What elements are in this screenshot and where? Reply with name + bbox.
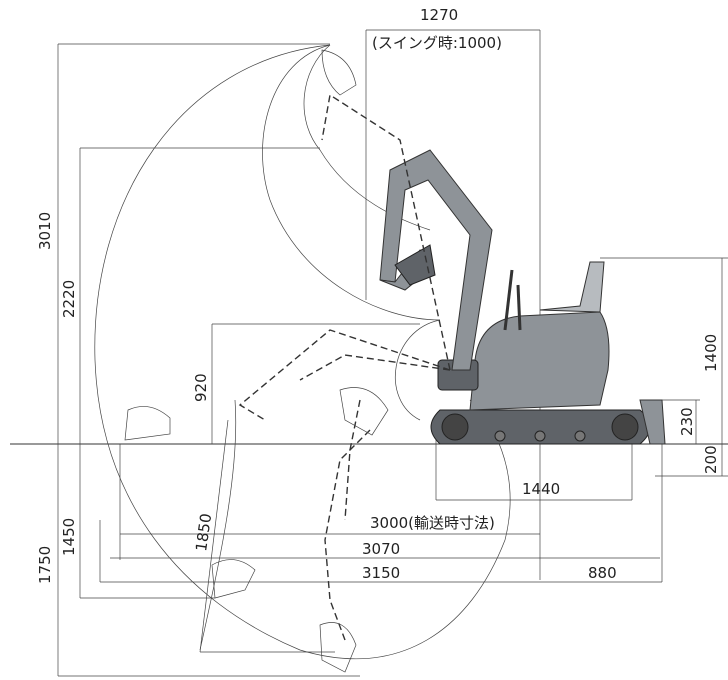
dim-label-920: 920 xyxy=(192,373,210,402)
boom-position-dashed-2 xyxy=(238,329,451,421)
arm-down-dashed-2 xyxy=(344,399,361,521)
bucket-top xyxy=(321,49,357,96)
bucket-bottom xyxy=(319,622,357,673)
dim-label-1270: 1270 xyxy=(420,6,458,24)
dim-label-2220: 2220 xyxy=(60,280,78,318)
upper-structure xyxy=(469,311,610,411)
dim-label-1750: 1750 xyxy=(36,546,54,584)
dim-label-230: 230 xyxy=(678,407,696,436)
dim-label-3150: 3150 xyxy=(362,564,400,582)
boom-position-dashed-3 xyxy=(299,354,451,381)
boom-position-dashed-1 xyxy=(321,93,451,371)
boom-main xyxy=(379,149,493,371)
arm-down-dashed xyxy=(324,429,371,641)
dim-1850-line xyxy=(199,419,229,653)
control-lever-2 xyxy=(516,284,522,331)
dim-label-3010: 3010 xyxy=(36,212,54,250)
dim-label-200: 200 xyxy=(702,445,720,474)
dim-label-3070: 3070 xyxy=(362,540,400,558)
working-range-envelope xyxy=(94,44,511,659)
lower-range-arc xyxy=(199,399,237,651)
swing-circle xyxy=(395,319,441,421)
dim-label-1450: 1450 xyxy=(60,518,78,556)
operator-seat xyxy=(539,261,605,313)
dim-label-swing-note: (スイング時:1000) xyxy=(372,34,502,52)
control-lever xyxy=(503,269,514,331)
bucket-mid xyxy=(339,387,389,436)
boom-raised xyxy=(379,149,493,371)
dim-label-3000: 3000(輸送時寸法) xyxy=(370,514,495,532)
dim-label-880: 880 xyxy=(588,564,617,582)
excavator-machine xyxy=(430,261,666,445)
bucket-left xyxy=(124,406,171,441)
inner-range-arc xyxy=(262,44,441,321)
bucket-raised xyxy=(394,244,436,286)
dim-label-1400: 1400 xyxy=(702,334,720,372)
dim-label-1440: 1440 xyxy=(522,480,560,498)
track-rollers xyxy=(441,413,639,442)
dozer-blade xyxy=(639,399,666,445)
inner-range-arc-2 xyxy=(303,44,431,231)
dim-label-1850: 1850 xyxy=(192,512,215,552)
bucket-low xyxy=(211,559,256,599)
